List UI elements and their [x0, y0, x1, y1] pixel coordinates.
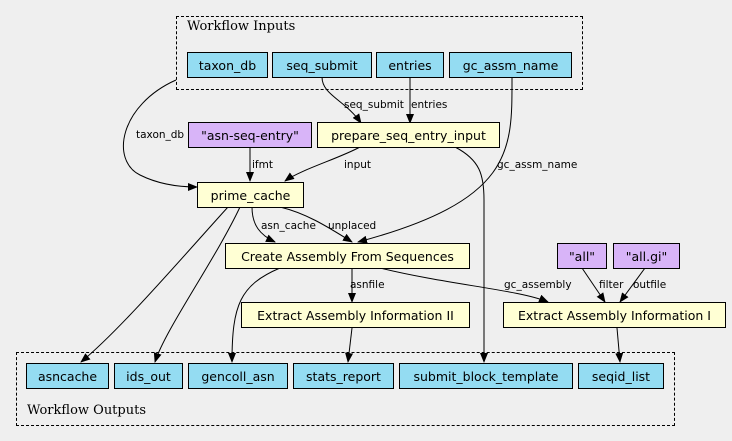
edge-gc-assm-name: [357, 76, 513, 244]
workflow-outputs-cluster: [16, 352, 675, 426]
edge-submit-block: [454, 146, 488, 363]
node-create-assembly[interactable]: Create Assembly From Sequences: [225, 243, 470, 269]
edge-ids-out: [153, 206, 241, 363]
edge-gencoll: [228, 267, 281, 363]
node-ids-out[interactable]: ids_out: [114, 363, 183, 389]
edge-asncache: [80, 206, 229, 363]
label-filter: filter: [599, 279, 624, 291]
edge-stats-report: [345, 327, 354, 363]
node-entries[interactable]: entries: [376, 52, 444, 78]
node-all[interactable]: "all": [557, 243, 607, 269]
edge-gc-assembly: [379, 267, 549, 303]
edge-seqid-list: [615, 327, 624, 363]
label-outfile: outfile: [633, 279, 666, 291]
edge-asn-cache: [251, 206, 276, 243]
node-prime-cache[interactable]: prime_cache: [197, 182, 304, 208]
node-extract-ii[interactable]: Extract Assembly Information II: [241, 302, 470, 328]
edge-unplaced: [279, 206, 353, 243]
edge-input: [284, 146, 361, 182]
node-seqid-list[interactable]: seqid_list: [578, 363, 664, 389]
node-taxon-db[interactable]: taxon_db: [187, 52, 268, 78]
label-asn-cache: asn_cache: [261, 220, 316, 232]
node-seq-submit[interactable]: seq_submit: [272, 52, 372, 78]
label-ifmt: ifmt: [252, 159, 273, 171]
workflow-inputs-cluster: [176, 16, 583, 90]
workflow-inputs-title: Workflow Inputs: [187, 19, 296, 34]
label-gc-assembly: gc_assembly: [504, 279, 572, 291]
workflow-outputs-title: Workflow Outputs: [27, 403, 146, 418]
node-stats-report[interactable]: stats_report: [293, 363, 394, 389]
node-asncache[interactable]: asncache: [26, 363, 109, 389]
node-asn-seq-entry[interactable]: "asn-seq-entry": [188, 122, 312, 148]
label-unplaced: unplaced: [328, 220, 376, 232]
label-gc-assm-name: gc_assm_name: [497, 159, 577, 171]
label-taxon-db: taxon_db: [136, 129, 184, 141]
node-gc-assm-name[interactable]: gc_assm_name: [449, 52, 572, 78]
edge-outfile: [619, 267, 646, 303]
label-asnfile: asnfile: [350, 279, 385, 291]
label-entries: entries: [411, 99, 447, 111]
node-gencoll-asn[interactable]: gencoll_asn: [188, 363, 288, 389]
node-extract-i[interactable]: Extract Assembly Information I: [503, 302, 726, 328]
node-submit-block-template[interactable]: submit_block_template: [399, 363, 573, 389]
edge-filter: [581, 267, 606, 303]
edge-seq-submit: [321, 76, 362, 124]
label-seq-submit: seq_submit: [344, 99, 404, 111]
node-prepare-seq-entry-input[interactable]: prepare_seq_entry_input: [317, 122, 500, 148]
label-input: input: [344, 159, 371, 171]
node-all-gi[interactable]: "all.gi": [613, 243, 680, 269]
edge-taxon-db: [122, 79, 198, 191]
